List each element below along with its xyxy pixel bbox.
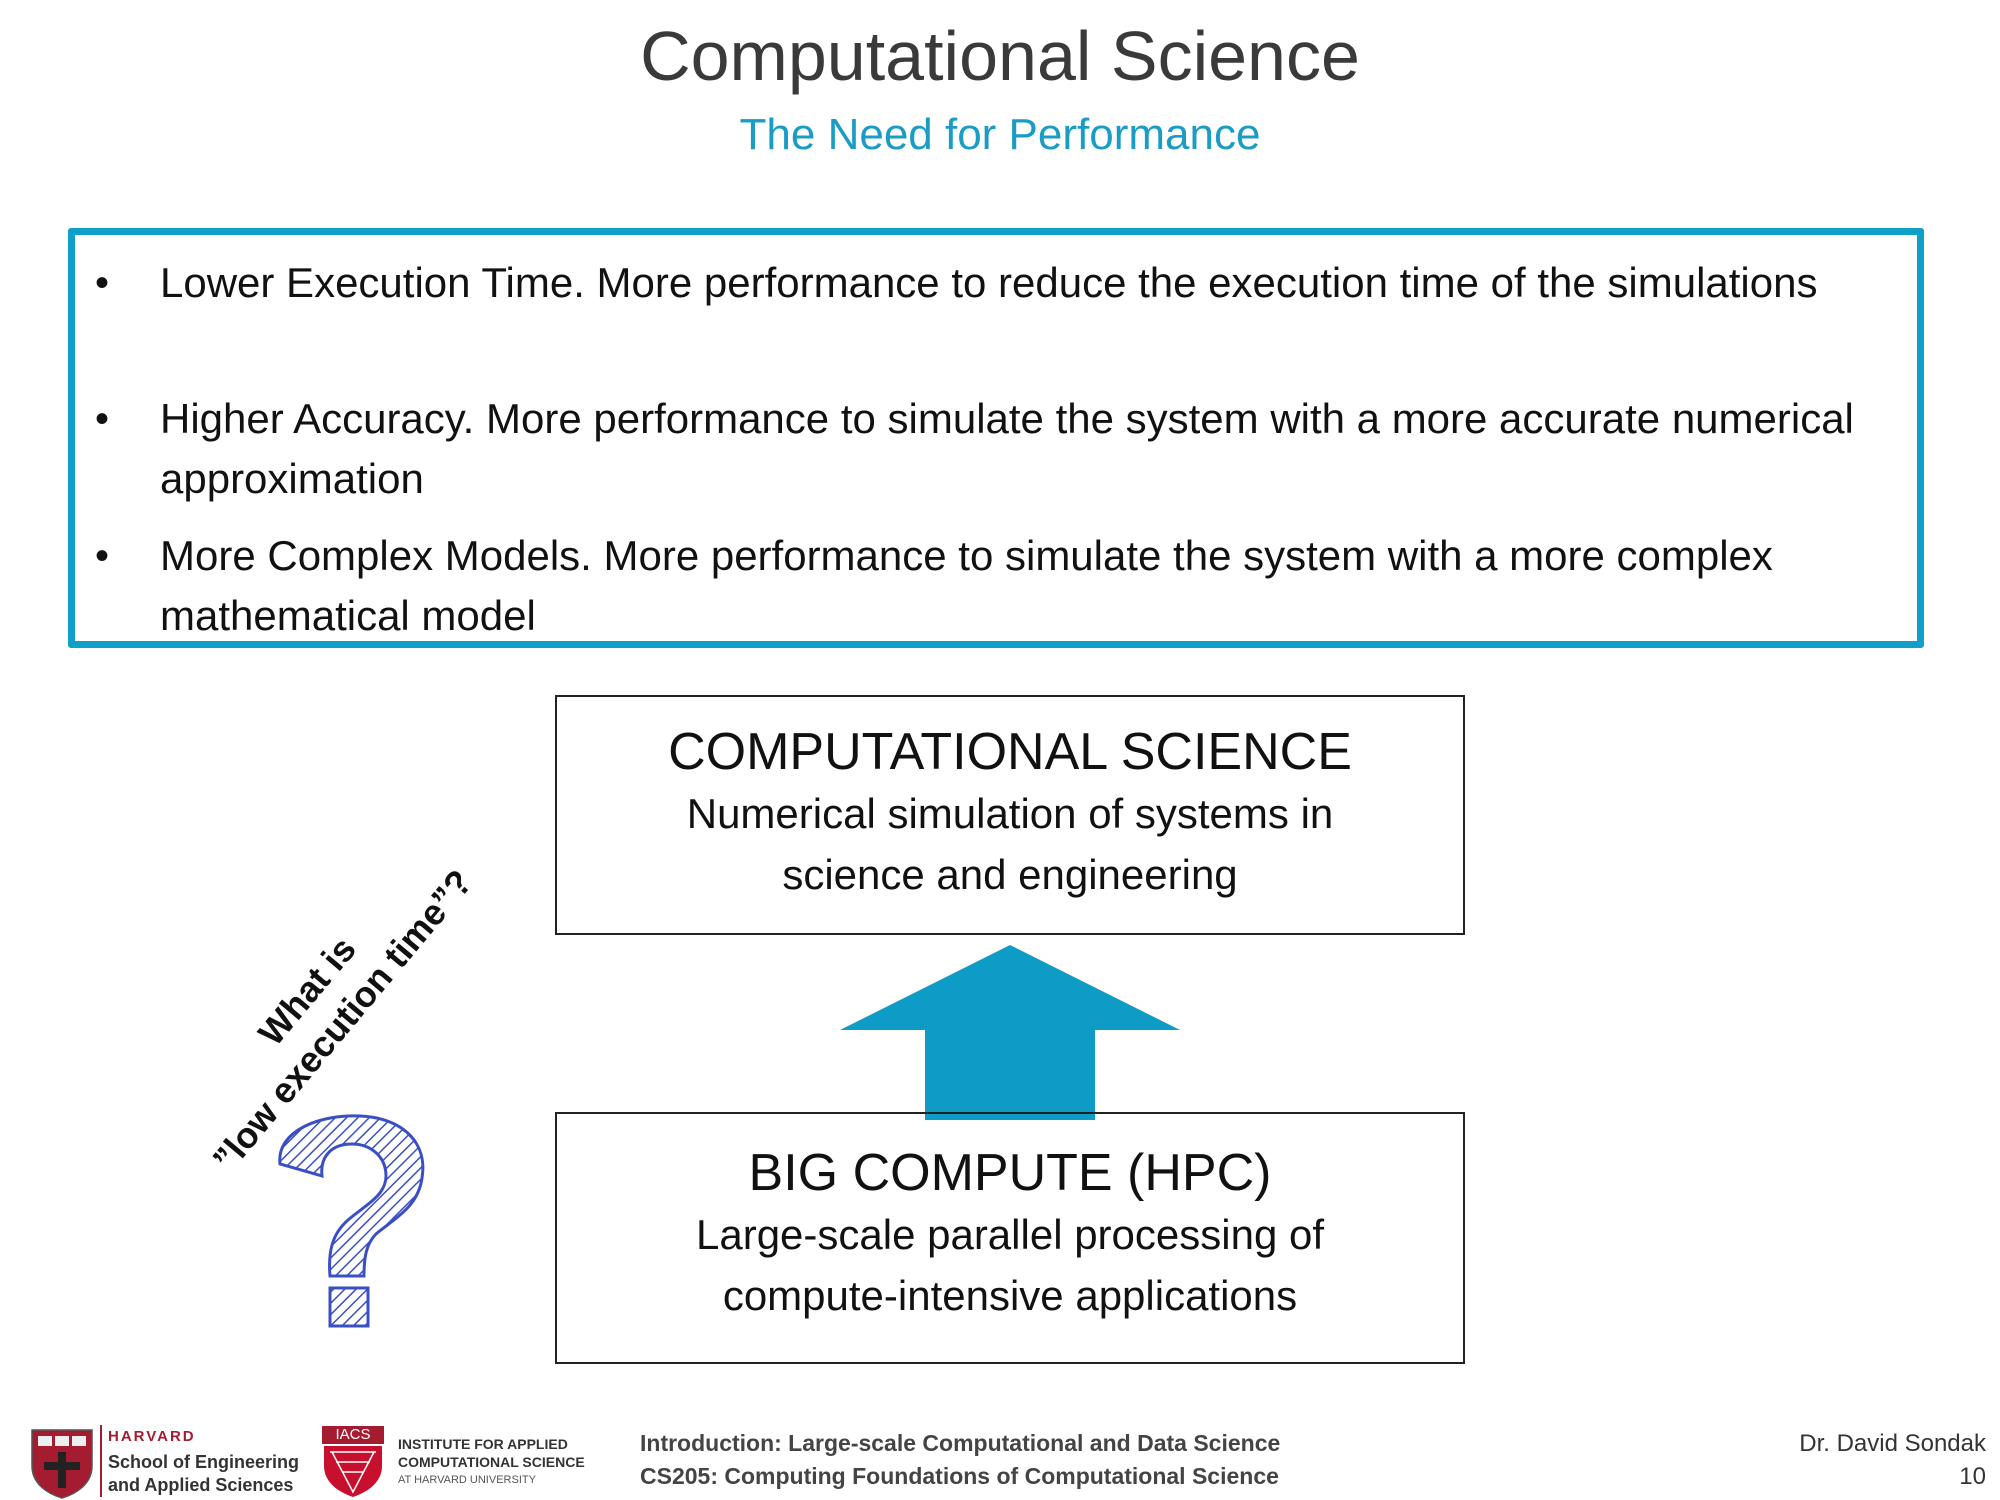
author-name: Dr. David Sondak — [1799, 1430, 1986, 1457]
course-line: Introduction: Large-scale Computational … — [640, 1430, 1281, 1456]
up-arrow-icon — [840, 945, 1180, 1120]
computational-science-box: COMPUTATIONAL SCIENCE Numerical simulati… — [555, 695, 1465, 935]
iacs-badge: IACS — [335, 1426, 371, 1443]
logo-divider — [100, 1425, 102, 1497]
bullet-text: Lower Execution Time. More performance t… — [160, 259, 1818, 306]
bullet-marker: • — [95, 261, 110, 305]
big-compute-box: BIG COMPUTE (HPC) Large-scale parallel p… — [555, 1112, 1465, 1364]
box-line: science and engineering — [782, 851, 1238, 898]
box-line: Large-scale parallel processing of — [695, 1211, 1324, 1258]
harvard-label: HARVARD — [108, 1428, 196, 1445]
question-line: What is — [250, 928, 364, 1054]
bullet-marker: • — [95, 397, 110, 441]
bullet-text: Higher Accuracy. More performance to sim… — [160, 395, 1854, 502]
box-heading: COMPUTATIONAL SCIENCE — [668, 723, 1352, 781]
course-line: CS205: Computing Foundations of Computat… — [640, 1463, 1279, 1489]
harvard-shield-icon — [31, 1429, 93, 1499]
seas-line: School of Engineering — [108, 1452, 300, 1472]
page-number: 10 — [1959, 1463, 1986, 1490]
box-line: compute-intensive applications — [722, 1272, 1298, 1319]
bullet-box: • Lower Execution Time. More performance… — [68, 228, 1924, 648]
slide-subtitle: The Need for Performance — [739, 110, 1261, 159]
slide-title: Computational Science — [640, 17, 1360, 95]
box-heading: BIG COMPUTE (HPC) — [748, 1144, 1272, 1202]
question-mark-icon — [278, 1114, 425, 1328]
seas-line: and Applied Sciences — [108, 1475, 294, 1495]
bullet-marker: • — [95, 534, 110, 578]
iacs-line: AT HARVARD UNIVERSITY — [398, 1474, 536, 1486]
iacs-logo-icon — [322, 1426, 384, 1497]
bullet-text: More Complex Models. More performance to… — [160, 532, 1773, 639]
iacs-line: COMPUTATIONAL SCIENCE — [398, 1454, 585, 1470]
box-line: Numerical simulation of systems in — [686, 790, 1334, 837]
iacs-line: INSTITUTE FOR APPLIED — [398, 1436, 568, 1452]
